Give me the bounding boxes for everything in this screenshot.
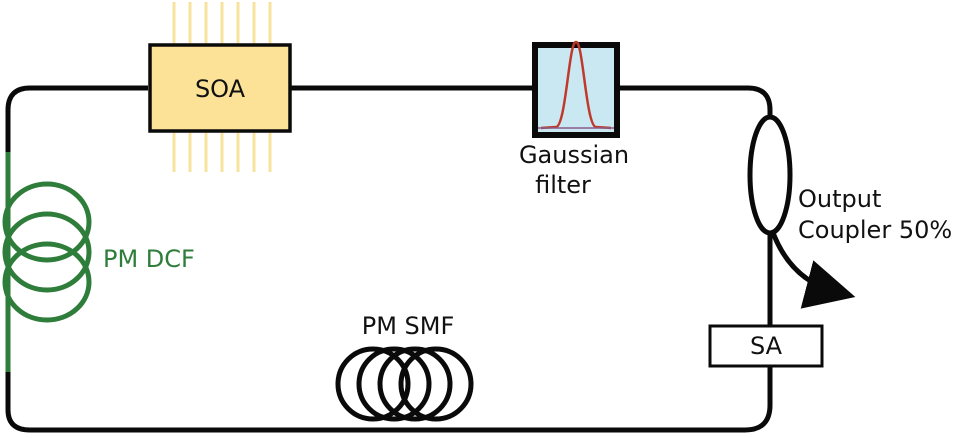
gaussian-filter-label-line1: Gaussian	[519, 141, 629, 169]
output-coupler	[747, 114, 793, 236]
soa-pins	[172, 2, 272, 172]
pm-dcf-label: PM DCF	[103, 245, 195, 273]
output-coupler-label-line1: Output	[798, 185, 881, 213]
pm-smf-label: PM SMF	[362, 312, 455, 340]
gaussian-filter-label-line2: filter	[535, 171, 591, 199]
sa-box	[708, 324, 824, 368]
gaussian-curve	[540, 40, 612, 130]
output-coupler-label-line2: Coupler 50%	[798, 216, 952, 244]
sa-label: SA	[750, 332, 783, 360]
soa-box	[148, 43, 292, 133]
pm-dcf-coil	[2, 152, 92, 372]
pm-smf-coil	[335, 346, 474, 422]
soa-label: SOA	[195, 75, 246, 103]
fiber-loop	[5, 85, 773, 433]
output-arrow	[769, 229, 856, 309]
